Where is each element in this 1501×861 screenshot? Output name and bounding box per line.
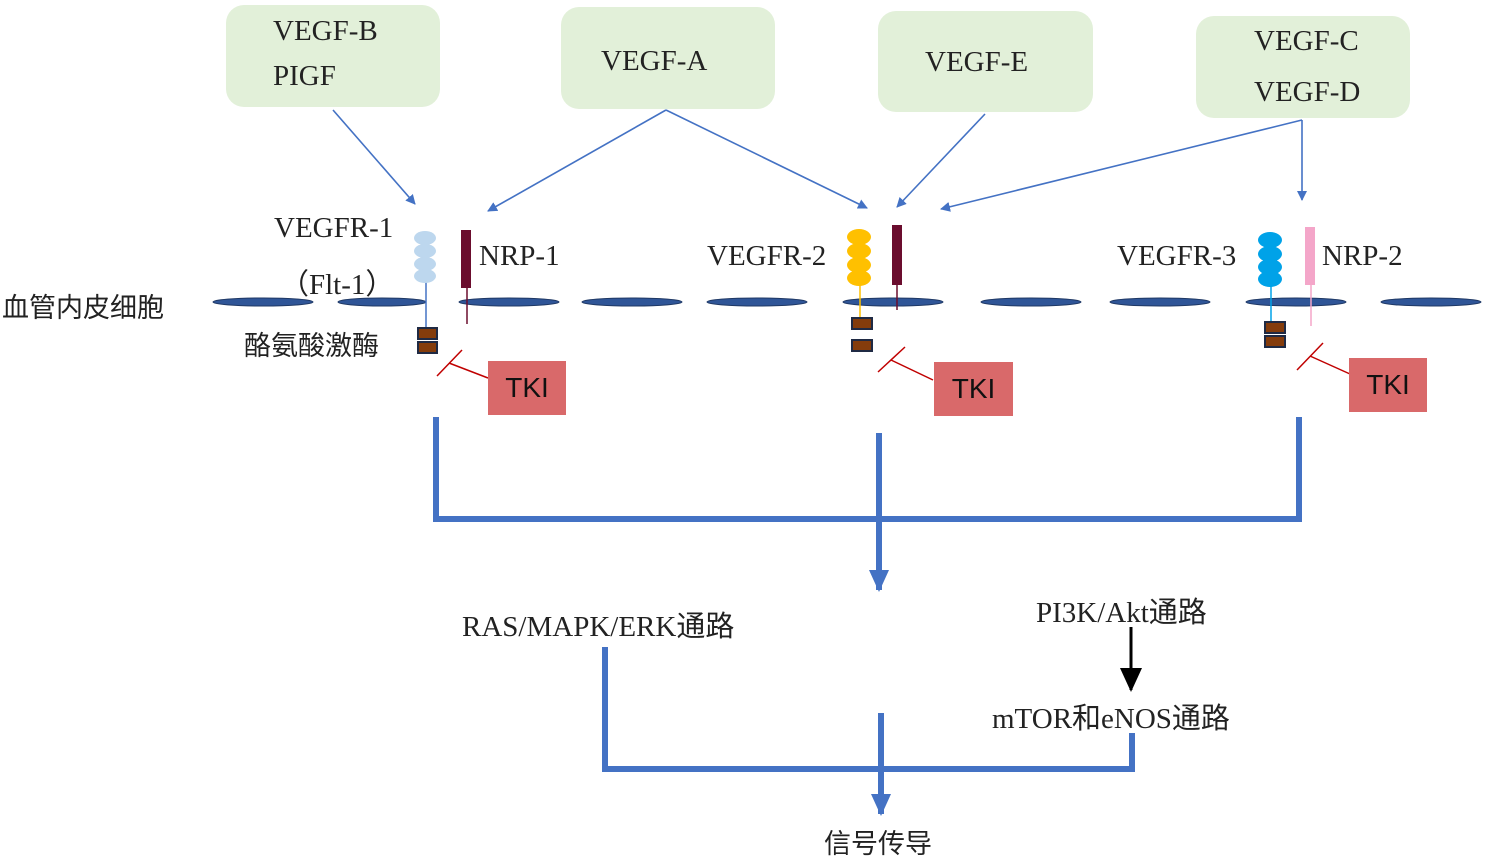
- mtor-enos-pathway-label: mTOR和eNOS通路: [992, 703, 1230, 735]
- vegfr2-label: VEGFR-2: [707, 240, 827, 272]
- ligand-box-vegfc-vegfd: VEGF-C VEGF-D: [1196, 16, 1410, 118]
- nrp2-coreceptor: [1305, 227, 1315, 326]
- kinase-domain: [1264, 321, 1286, 334]
- pi3k-akt-pathway-label: PI3K/Akt通路: [1036, 597, 1207, 629]
- tki-box-vegfr3: TKI: [1349, 358, 1427, 412]
- kinase-domain: [417, 327, 438, 340]
- nrp1-label: NRP-1: [479, 240, 560, 272]
- signal-convergence: [433, 417, 1302, 816]
- ligand-label: VEGF-B: [273, 15, 378, 47]
- kinase-domain: [851, 339, 873, 352]
- nrp2-label: NRP-2: [1322, 240, 1403, 272]
- arrow-vegfb-to-vegfr1: [332, 109, 416, 205]
- ligand-label: VEGF-A: [601, 45, 708, 77]
- ligand-box-vegfe: VEGF-E: [878, 11, 1093, 112]
- vegfr3-receptor: [1258, 232, 1286, 348]
- endothelial-cell-label: 血管内皮细胞: [2, 293, 164, 324]
- kinase-domain: [851, 317, 873, 330]
- ligand-label: VEGF-E: [925, 46, 1029, 78]
- arrow-vegfe-to-vegfr2: [896, 113, 986, 208]
- vegfr1-label: VEGFR-1: [274, 212, 394, 244]
- kinase-domain: [417, 341, 438, 354]
- ligand-label: PIGF: [273, 60, 336, 92]
- vegfr1-receptor: [414, 231, 438, 354]
- tki-box-vegfr2: TKI: [934, 362, 1013, 416]
- ligand-label: VEGF-D: [1254, 76, 1361, 108]
- ras-mapk-erk-pathway-label: RAS/MAPK/ERK通路: [462, 611, 735, 643]
- tki-box-vegfr1: TKI: [488, 361, 566, 415]
- membrane-segment: [1380, 297, 1482, 307]
- arrow-vegfcd-to-vegfr2: [940, 119, 1303, 212]
- membrane-segment: [980, 297, 1082, 307]
- vegfr3-label: VEGFR-3: [1117, 240, 1237, 272]
- membrane-segment: [706, 297, 808, 307]
- tki-inhibition-marks: [436, 342, 1351, 381]
- arrow-vegfa-to-vegfr2: [665, 109, 868, 209]
- ligand-box-vegfa: VEGF-A: [561, 7, 775, 109]
- ligand-box-vegfb-pigf: VEGF-B PIGF: [226, 5, 440, 107]
- membrane-segment: [1109, 297, 1211, 307]
- vegfr2-receptor: [847, 225, 902, 352]
- nrp1-coreceptor: [461, 230, 471, 324]
- tyrosine-kinase-label: 酪氨酸激酶: [244, 331, 379, 362]
- signal-transduction-label: 信号传导: [824, 829, 932, 860]
- ligand-label: VEGF-C: [1254, 25, 1359, 57]
- flt1-label: （Flt-1）: [280, 269, 395, 301]
- membrane-segment: [842, 297, 944, 307]
- kinase-domain: [1264, 335, 1286, 348]
- ligand-arrows: [332, 109, 1307, 212]
- membrane-segment: [581, 297, 683, 307]
- membrane-segment: [458, 297, 560, 307]
- cell-membrane: [212, 297, 1482, 307]
- arrow-vegfa-to-nrp1: [487, 109, 667, 212]
- membrane-segment: [1245, 297, 1347, 307]
- membrane-segment: [212, 297, 314, 307]
